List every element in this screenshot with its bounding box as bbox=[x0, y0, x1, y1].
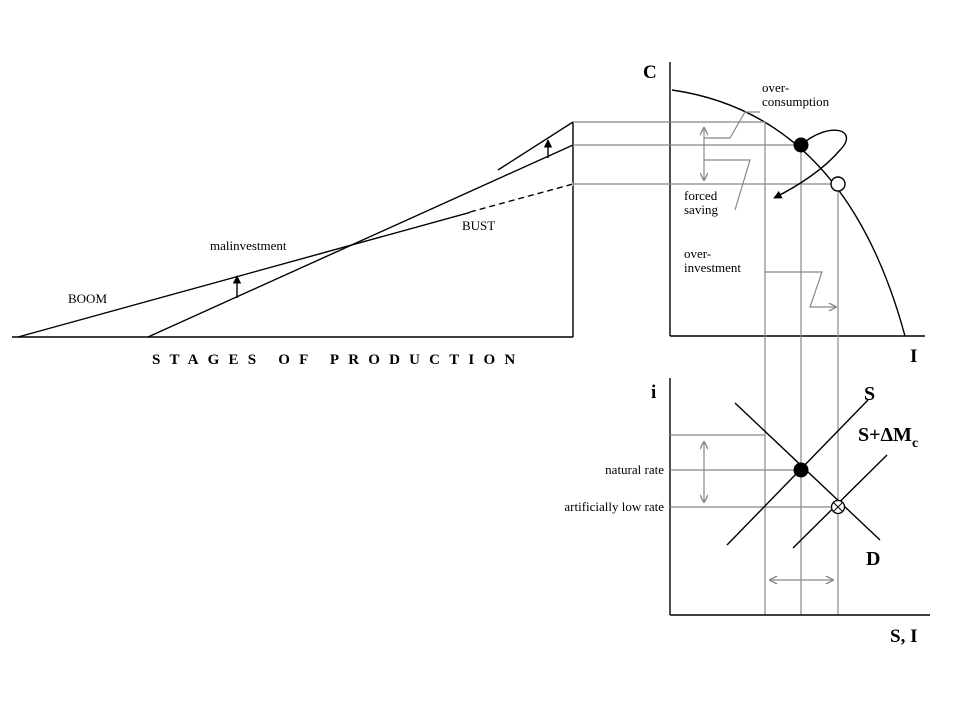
boom-label: BOOM bbox=[68, 291, 107, 306]
ppf-i-axis-label: I bbox=[910, 346, 917, 367]
bust-line bbox=[147, 144, 574, 338]
lf-si-axis-label: S, I bbox=[890, 626, 917, 647]
supply-shifted-label-main: S+ΔM bbox=[858, 424, 912, 446]
malinvestment-label: malinvestment bbox=[210, 238, 287, 253]
overconsumption-leader bbox=[704, 111, 760, 139]
ppf-curve bbox=[671, 89, 906, 337]
supply-label: S bbox=[864, 383, 875, 405]
ppf-equilibrium-point bbox=[793, 137, 809, 153]
overinvestment-label-1: over- bbox=[684, 246, 711, 261]
loanable-funds-panel: i S, I S S+ΔMc D natural rate artificial… bbox=[564, 378, 930, 647]
lf-i-axis-label: i bbox=[651, 382, 656, 403]
ppf-c-axis-label: C bbox=[643, 62, 657, 83]
hayekian-triangle: BOOM BUST malinvestment STAGES OF PRODUC… bbox=[12, 121, 574, 368]
forced-saving-leader bbox=[704, 159, 751, 211]
low-rate-label: artificially low rate bbox=[564, 499, 664, 514]
ppf-panel: C I over- consumption forced saving over… bbox=[573, 62, 925, 615]
ppf-artificial-point bbox=[830, 176, 846, 192]
overconsumption-label-2: consumption bbox=[762, 94, 830, 109]
bust-label: BUST bbox=[462, 218, 495, 233]
forced-saving-label-1: forced bbox=[684, 188, 718, 203]
low-rate-point-cross-2 bbox=[832, 501, 844, 513]
natural-rate-equilibrium-point bbox=[793, 462, 809, 478]
forced-saving-label-2: saving bbox=[684, 202, 718, 217]
stages-of-production-label: STAGES OF PRODUCTION bbox=[152, 352, 524, 368]
supply-shifted-label: S+ΔMc bbox=[858, 424, 918, 451]
cycle-loop-arrow bbox=[773, 129, 848, 199]
overinvestment-leader bbox=[765, 271, 836, 307]
boom-line-dashed bbox=[469, 183, 574, 213]
natural-rate-label: natural rate bbox=[605, 462, 664, 477]
overinvestment-label-2: investment bbox=[684, 260, 741, 275]
overconsumption-label-1: over- bbox=[762, 80, 789, 95]
supply-shifted-label-subscript: c bbox=[912, 436, 918, 451]
triangle-extension-line bbox=[497, 121, 574, 171]
demand-label: D bbox=[866, 548, 880, 570]
